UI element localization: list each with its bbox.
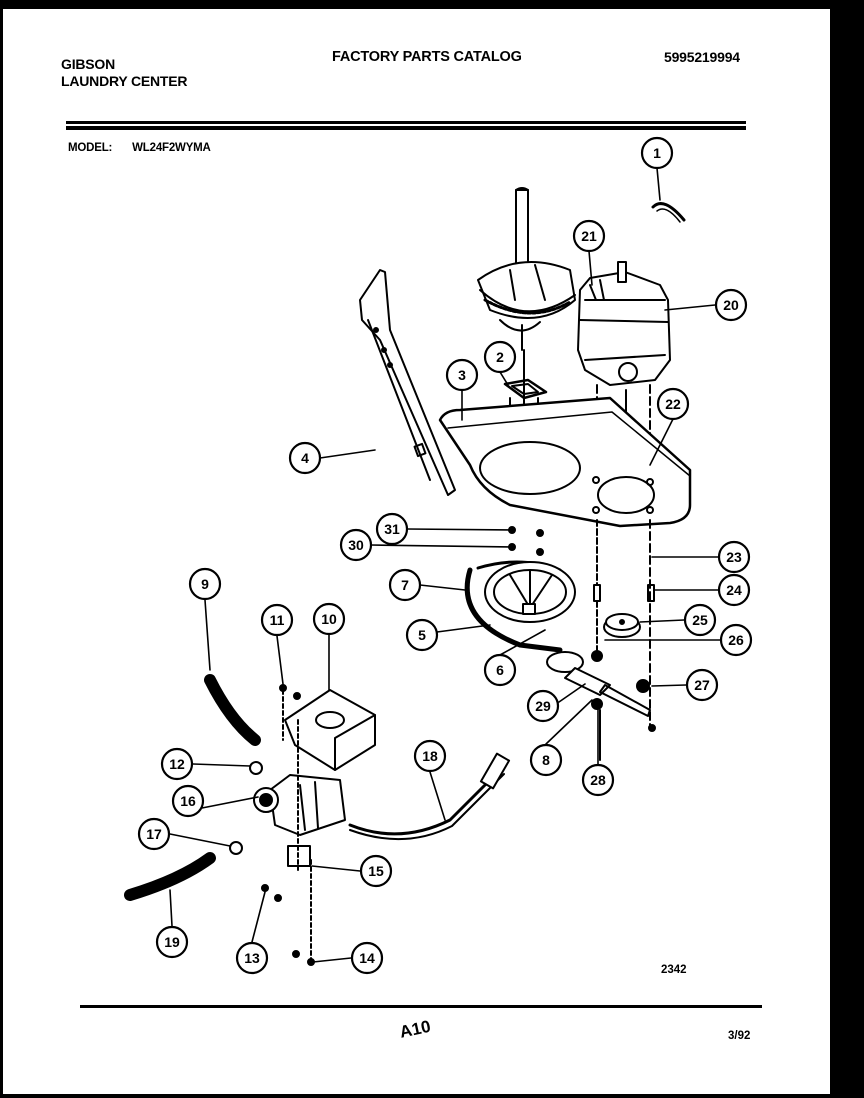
footer-rule [80, 1005, 762, 1008]
svg-text:17: 17 [146, 826, 162, 842]
callout-17: 17 [137, 817, 171, 851]
svg-text:14: 14 [359, 950, 375, 966]
brand-line-1: GIBSON [61, 56, 116, 72]
svg-text:7: 7 [401, 577, 409, 593]
idler-pulley-icon [603, 613, 641, 638]
svg-text:26: 26 [728, 632, 744, 648]
svg-text:6: 6 [496, 662, 504, 678]
scan-border-bottom [0, 1094, 864, 1098]
callout-5: 5 [405, 618, 439, 652]
scan-border-top [0, 0, 864, 9]
callout-24: 24 [717, 573, 751, 607]
hose-clamp-icon [249, 761, 263, 775]
svg-text:29: 29 [535, 698, 551, 714]
svg-text:28: 28 [590, 772, 606, 788]
model-line: MODEL: WL24F2WYMA [68, 140, 211, 157]
scan-border-right [830, 0, 864, 1098]
clip-part-icon [651, 202, 686, 222]
idler-arm-icon [546, 519, 656, 761]
callout-22: 22 [656, 387, 690, 421]
svg-text:15: 15 [368, 863, 384, 879]
brand-line-2: LAUNDRY CENTER [61, 73, 188, 89]
mounting-plate-icon [438, 396, 692, 528]
svg-text:8: 8 [542, 752, 550, 768]
catalog-title: FACTORY PARTS CATALOG [332, 49, 522, 65]
svg-text:25: 25 [692, 612, 708, 628]
transmission-icon [477, 187, 576, 351]
svg-text:2: 2 [496, 349, 504, 365]
svg-text:16: 16 [180, 793, 196, 809]
callout-27: 27 [685, 668, 719, 702]
svg-text:19: 19 [164, 934, 180, 950]
model-label: MODEL: [68, 142, 113, 154]
svg-text:24: 24 [726, 582, 742, 598]
callout-19: 19 [155, 925, 189, 959]
header-rule-thick [66, 126, 746, 130]
svg-text:30: 30 [348, 537, 364, 553]
callout-20: 20 [714, 288, 748, 322]
svg-text:11: 11 [270, 612, 285, 628]
svg-text:9: 9 [201, 576, 209, 592]
callout-15: 15 [359, 854, 393, 888]
water-pump-icon [253, 774, 346, 867]
model-number: WL24F2WYMA [132, 142, 211, 154]
callout-29: 29 [526, 689, 560, 723]
callout-18: 18 [413, 739, 447, 773]
pulley-icon [484, 561, 576, 623]
svg-text:31: 31 [384, 521, 400, 537]
callout-7: 7 [388, 568, 422, 602]
svg-text:20: 20 [723, 297, 739, 313]
figure-number: 2342 [661, 964, 687, 976]
svg-text:1: 1 [653, 145, 661, 161]
svg-text:5: 5 [418, 627, 426, 643]
header-rule-thin [66, 121, 746, 124]
scan-border-left [0, 0, 3, 1098]
svg-text:18: 18 [422, 748, 438, 764]
callout-23: 23 [717, 540, 751, 574]
callout-8: 8 [529, 743, 563, 777]
wire-harness-icon [348, 752, 511, 841]
svg-text:10: 10 [321, 611, 337, 627]
callout-9: 9 [188, 567, 222, 601]
callout-31: 31 [375, 512, 409, 546]
svg-text:27: 27 [694, 677, 710, 693]
svg-text:4: 4 [301, 450, 309, 466]
callout-4: 4 [288, 441, 322, 475]
callout-6: 6 [483, 653, 517, 687]
callout-14: 14 [350, 941, 384, 975]
callout-1: 1 [640, 136, 674, 170]
callout-28: 28 [581, 763, 615, 797]
callout-3: 3 [445, 358, 479, 392]
brand-name: GIBSON LAUNDRY CENTER [61, 56, 188, 90]
svg-text:22: 22 [665, 396, 681, 412]
callout-30: 30 [339, 528, 373, 562]
svg-text:12: 12 [169, 756, 185, 772]
callout-11: 11 [260, 603, 294, 637]
pump-cover-icon [284, 689, 376, 771]
callout-12: 12 [160, 747, 194, 781]
svg-text:21: 21 [581, 228, 597, 244]
callout-10: 10 [312, 602, 346, 636]
callout-25: 25 [683, 603, 717, 637]
callout-16: 16 [171, 784, 205, 818]
svg-text:13: 13 [244, 950, 260, 966]
revision-date: 3/92 [728, 1030, 751, 1042]
callout-13: 13 [235, 941, 269, 975]
catalog-number: 5995219994 [664, 49, 740, 65]
drain-hose-icon [124, 674, 261, 901]
svg-text:3: 3 [458, 367, 466, 383]
callout-2: 2 [483, 340, 517, 374]
hose-clamp-icon [229, 841, 243, 855]
svg-text:23: 23 [726, 549, 742, 565]
callout-21: 21 [572, 219, 606, 253]
callout-26: 26 [719, 623, 753, 657]
bracket-icon [359, 269, 456, 496]
